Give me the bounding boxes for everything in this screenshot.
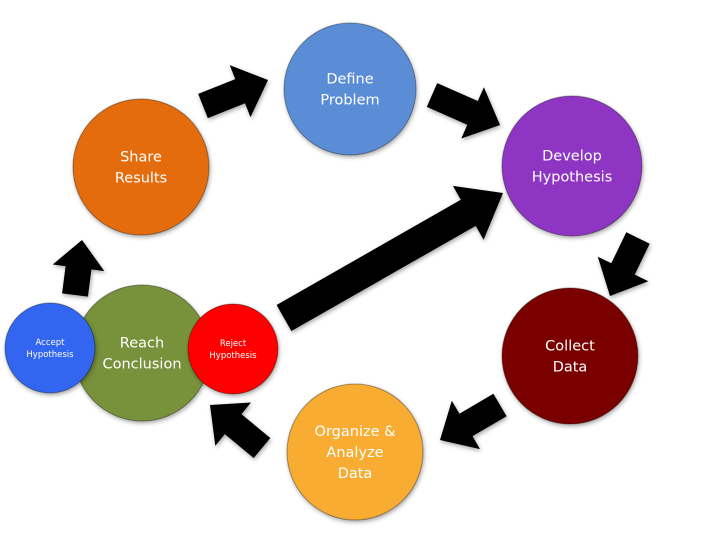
node-label-conclusion: Conclusion <box>102 357 181 373</box>
node-label-organize: Analyze <box>326 445 383 461</box>
node-label-reject: Reject <box>220 339 247 349</box>
node-circle-organize <box>286 383 424 521</box>
node-label-collect: Collect <box>545 339 595 355</box>
node-label-define: Problem <box>320 93 379 109</box>
node-label-accept: Hypothesis <box>26 350 74 360</box>
node-label-collect: Data <box>553 360 588 376</box>
node-circle-develop <box>501 95 643 237</box>
node-circle-accept <box>4 302 96 394</box>
node-label-accept: Accept <box>36 338 66 348</box>
arrow-develop-collect <box>597 232 650 296</box>
arrow-organize-conclusion <box>210 402 271 458</box>
arrow-define-develop <box>426 83 500 139</box>
arrow-reject-develop <box>276 185 503 331</box>
node-label-reject: Hypothesis <box>209 351 257 361</box>
node-label-organize: Organize & <box>315 424 396 440</box>
arrow-collect-organize <box>440 393 507 450</box>
node-label-define: Define <box>326 72 373 88</box>
node-label-share: Results <box>115 171 167 187</box>
arrow-conclusion-share <box>52 240 105 297</box>
node-circle-share <box>72 98 210 236</box>
node-circle-collect <box>501 287 639 425</box>
node-label-develop: Develop <box>542 149 602 165</box>
arrow-share-define <box>198 65 268 119</box>
node-label-share: Share <box>120 150 162 166</box>
node-label-conclusion: Reach <box>120 336 164 352</box>
node-label-organize: Data <box>338 466 373 482</box>
node-circle-reject <box>187 303 279 395</box>
node-label-develop: Hypothesis <box>532 170 613 186</box>
node-circle-define <box>283 22 417 156</box>
